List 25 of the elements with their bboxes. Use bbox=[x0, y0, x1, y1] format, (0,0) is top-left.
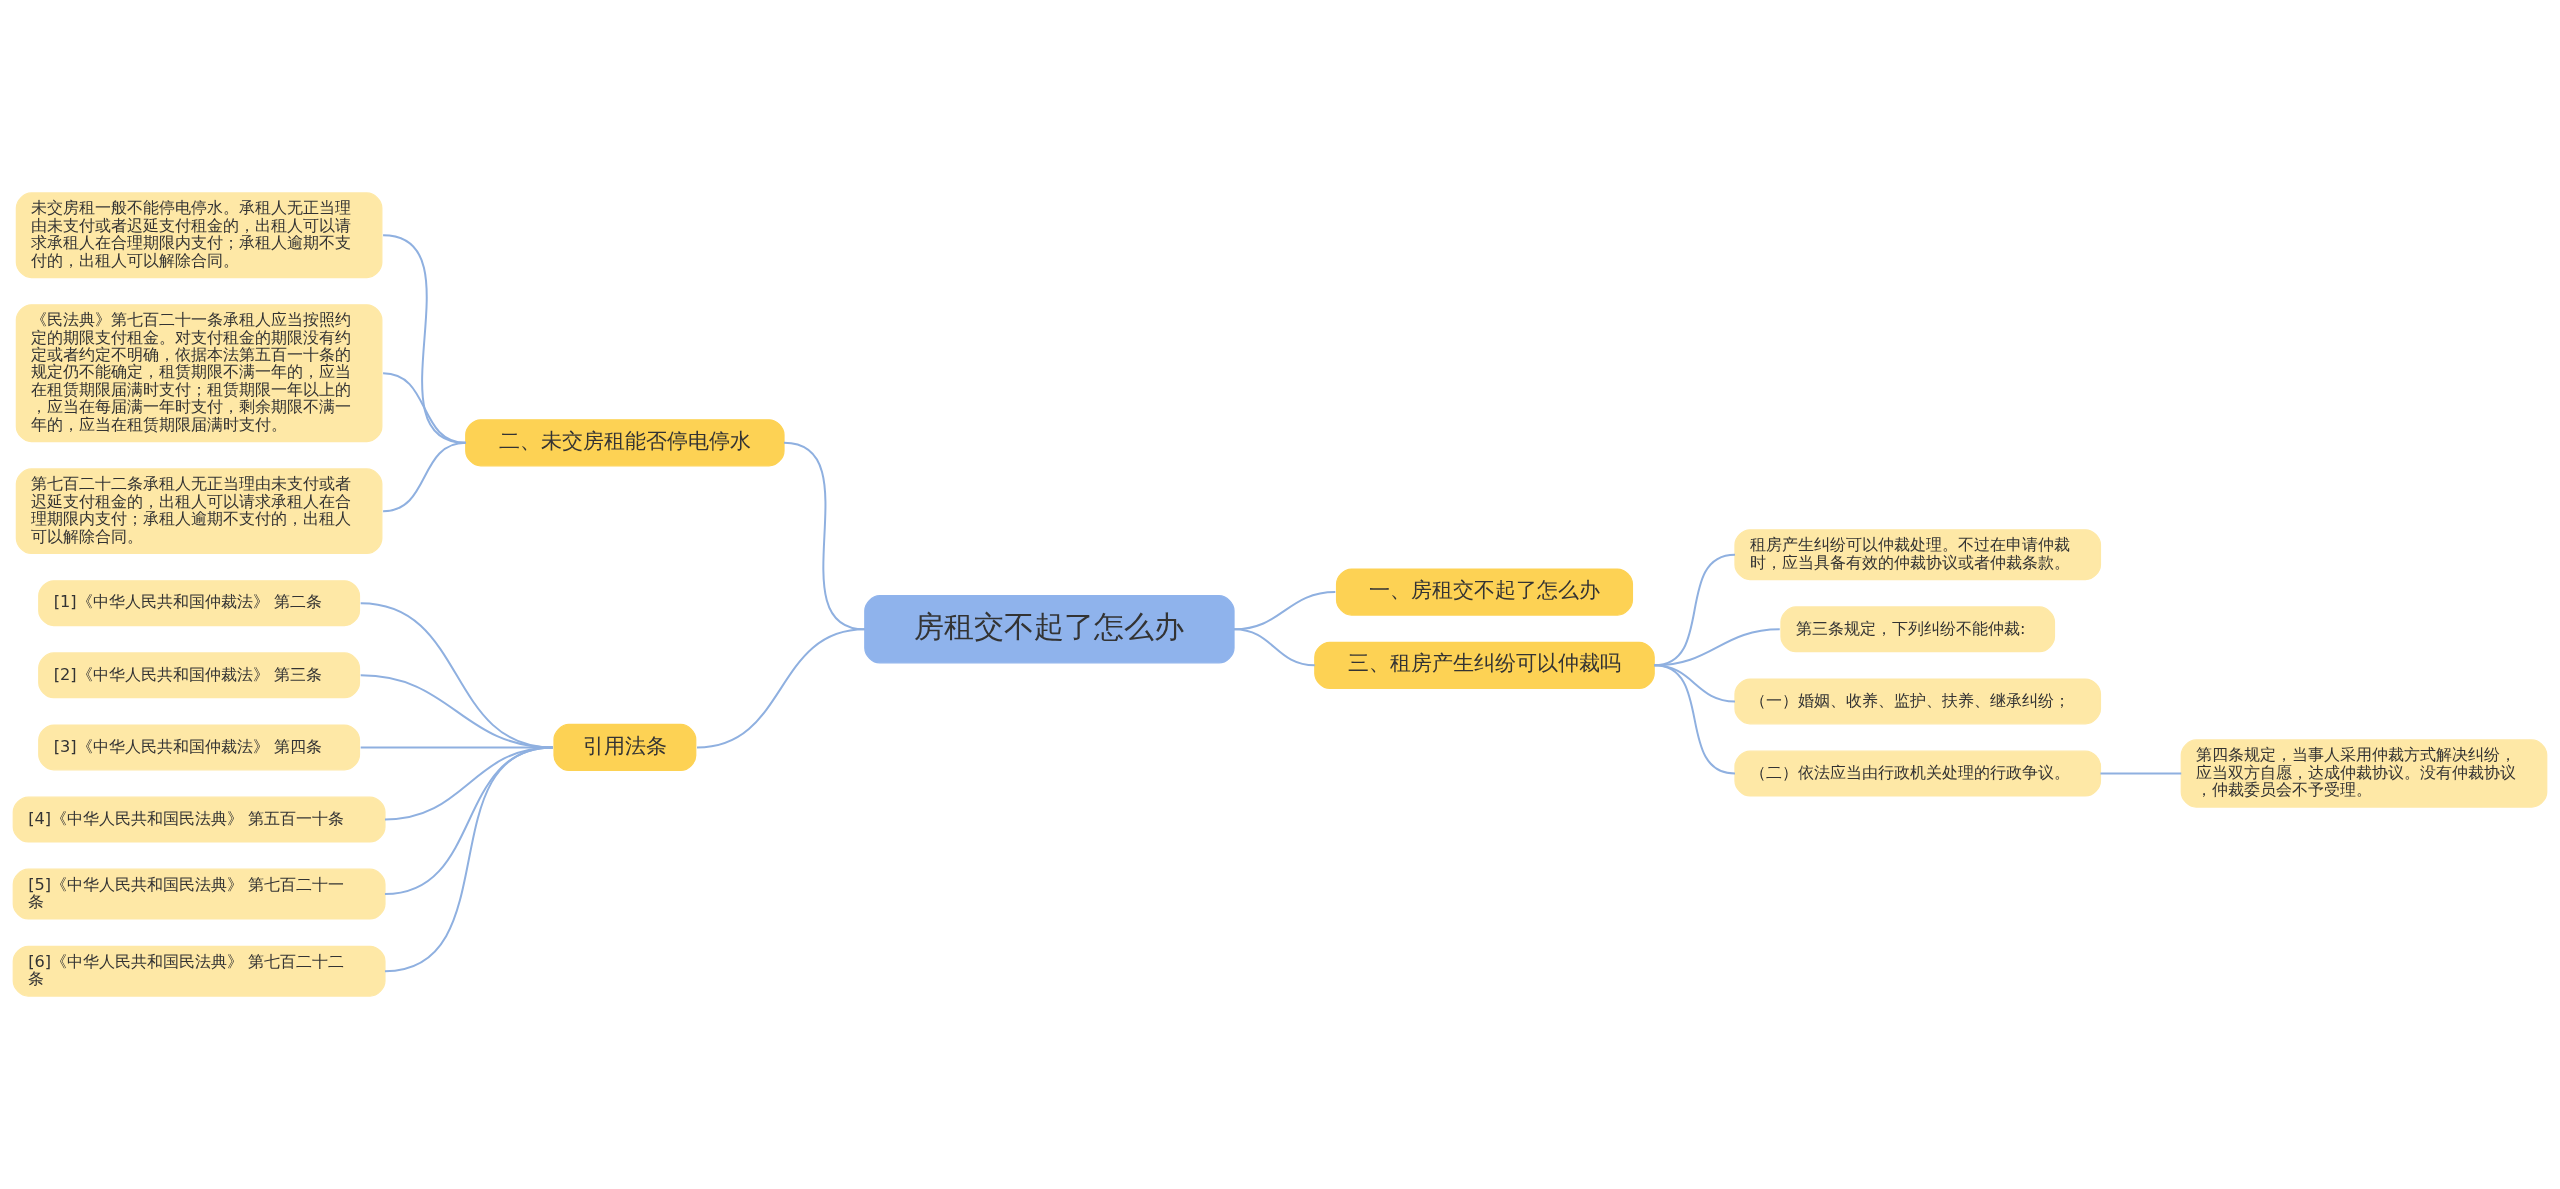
node-box: 引用法条 bbox=[553, 723, 697, 771]
connector bbox=[1233, 628, 1316, 667]
connector bbox=[382, 441, 467, 513]
node-box: [6]《中华人民共和国民法典》 第七百二十二条 bbox=[12, 945, 386, 997]
node-box: 未交房租一般不能停电停水。承租人无正当理由未支付或者迟延支付租金的，出租人可以请求承租人在合理期限内支付；承租人逾期不支付的，出租人可以解除合同。 bbox=[15, 192, 383, 279]
node-box: 《民法典》第七百二十一条承租人应当按照约定的期限支付租金。对支付租金的期限没有约定或者约定不明确，依据本法第五百一十条的规定仍不能确定，租赁期限不满一年的，应当在租赁期限届满时支付；租赁期限一年以上的，应当在每届满一年时支付，剩余期限不满一年的，应当在租赁期限届满时支付。 bbox=[15, 304, 383, 443]
node-box: [4]《中华人民共和国民法典》 第五百一十条 bbox=[12, 796, 386, 843]
node-box: [5]《中华人民共和国民法典》 第七百二十一条 bbox=[12, 868, 386, 920]
node-box: 第七百二十二条承租人无正当理由未支付或者迟延支付租金的，出租人可以请求承租人在合理期限内支付；承租人逾期不支付的，出租人可以解除合同。 bbox=[15, 468, 383, 555]
node-box: [1]《中华人民共和国仲裁法》 第二条 bbox=[38, 580, 361, 627]
node-box: [3]《中华人民共和国仲裁法》 第四条 bbox=[38, 724, 361, 771]
node-box: 第三条规定，下列纠纷不能仲裁: bbox=[1780, 606, 2056, 653]
connector bbox=[383, 746, 554, 973]
node-box: （一）婚姻、收养、监护、扶养、继承纠纷； bbox=[1734, 678, 2102, 725]
node-box: 第四条规定，当事人采用仲裁方式解决纠纷，应当双方自愿，达成仲裁协议。没有仲裁协议，仲裁委员会不予受理。 bbox=[2180, 739, 2548, 808]
node-box: [2]《中华人民共和国仲裁法》 第三条 bbox=[38, 652, 361, 699]
node-box: 二、未交房租能否停电停水 bbox=[465, 419, 785, 467]
connector bbox=[696, 628, 866, 749]
node-box: 房租交不起了怎么办 bbox=[864, 595, 1235, 664]
node-box: 三、租房产生纠纷可以仲裁吗 bbox=[1314, 641, 1655, 689]
connector bbox=[2099, 772, 2183, 775]
node-box: （二）依法应当由行政机关处理的行政争议。 bbox=[1734, 750, 2102, 797]
node-box: 一、房租交不起了怎么办 bbox=[1335, 568, 1634, 616]
node-box: 租房产生纠纷可以仲裁处理。不过在申请仲裁时，应当具备有效的仲裁协议或者仲裁条款。 bbox=[1734, 529, 2102, 581]
connector bbox=[1653, 664, 1736, 775]
